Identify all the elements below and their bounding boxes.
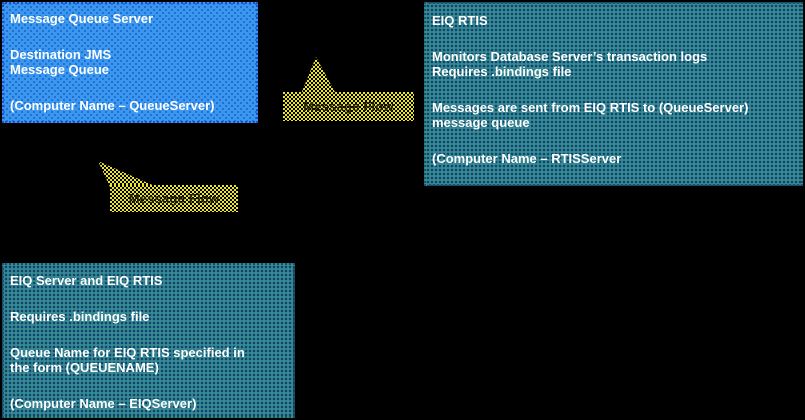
box-text-line: Requires .bindings file	[10, 309, 150, 324]
box-paragraph: Requires .bindings file	[10, 309, 287, 324]
box-paragraph: (Computer Name – RTISServer	[432, 151, 795, 166]
box-paragraph: (Computer Name – QueueServer)	[10, 98, 250, 113]
box-paragraph: (Computer Name – EIQServer)	[10, 396, 287, 411]
message-queue-server-box: Message Queue Server Destination JMS Mes…	[2, 2, 258, 123]
eiq-server-box: EIQ Server and EIQ RTIS Requires .bindin…	[2, 263, 295, 418]
callout-label: Message Flow	[283, 92, 414, 121]
computer-name-label: (Computer Name – EIQServer)	[10, 396, 197, 411]
callout-label: Message Flow	[110, 185, 238, 212]
box-paragraph: Messages are sent from EIQ RTIS to (Queu…	[432, 100, 795, 130]
box-text-line: Monitors Database Server’s transaction l…	[432, 49, 708, 64]
box-title: Message Queue Server	[10, 11, 154, 26]
eiq-rtis-box: EIQ RTIS Monitors Database Server’s tran…	[424, 2, 803, 186]
computer-name-label: (Computer Name – RTISServer	[432, 151, 622, 166]
box-title: EIQ RTIS	[432, 13, 488, 28]
box-text-line: Requires .bindings file	[432, 64, 572, 79]
box-text-line: Messages are sent from EIQ RTIS to (Queu…	[432, 100, 749, 115]
callout-tail	[98, 161, 157, 187]
box-text-line: Message Queue	[10, 62, 109, 77]
box-text-line: message queue	[432, 115, 530, 130]
box-text-line: Queue Name for EIQ RTIS specified in	[10, 345, 245, 360]
computer-name-label: (Computer Name – QueueServer)	[10, 98, 215, 113]
box-paragraph: Monitors Database Server’s transaction l…	[432, 49, 795, 79]
box-paragraph: Destination JMS Message Queue	[10, 47, 250, 77]
message-flow-callout-upper: Message Flow	[283, 50, 415, 121]
box-title: EIQ Server and EIQ RTIS	[10, 273, 163, 288]
message-flow-callout-lower: Message Flow	[96, 155, 242, 213]
box-paragraph: EIQ RTIS	[432, 13, 795, 28]
box-text-line: Destination JMS	[10, 47, 112, 62]
box-paragraph: EIQ Server and EIQ RTIS	[10, 273, 287, 288]
callout-tail	[301, 57, 336, 94]
box-text-line: the form (QUEUENAME)	[10, 360, 159, 375]
box-paragraph: Queue Name for EIQ RTIS specified in the…	[10, 345, 287, 375]
box-paragraph: Message Queue Server	[10, 11, 250, 26]
